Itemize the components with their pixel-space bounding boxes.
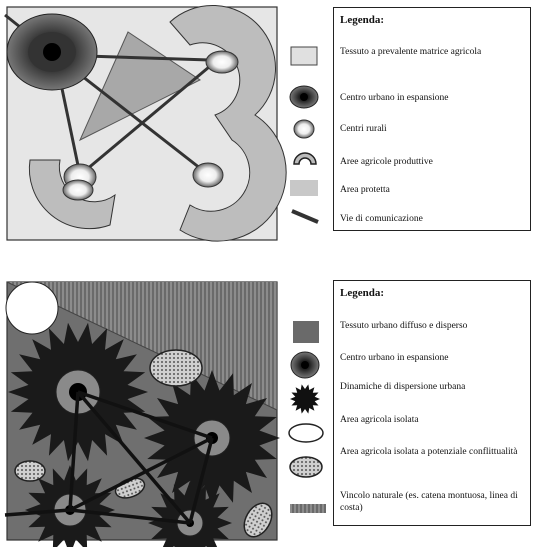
striped-band-icon — [290, 504, 326, 513]
conflict-agricultural-areas — [14, 349, 273, 538]
isolated-agricultural-area-circle — [5, 281, 59, 335]
bottom-legend-item-0: Tessuto urbano diffuso e disperso — [340, 321, 468, 331]
hatched-ellipse-icon — [289, 456, 323, 478]
small-gray-ring-icon — [293, 119, 315, 139]
bottom-legend-icons — [288, 321, 326, 513]
bottom-legend-title: Legenda: — [340, 287, 384, 299]
top-legend-item-4: Area protetta — [340, 185, 390, 195]
top-legend-item-3: Aree agricole produttive — [340, 157, 433, 167]
light-gray-rectangle-icon — [290, 46, 318, 66]
bottom-legend-item-4: Area agricola isolata a potenziale confl… — [340, 447, 518, 457]
gray-rectangle-icon — [290, 180, 318, 196]
urban-center-dot — [43, 43, 61, 61]
bottom-legend-item-5: Vincolo naturale (es. catena montuosa, l… — [340, 491, 518, 513]
starburst-shape — [290, 384, 320, 414]
protected-area — [78, 31, 201, 142]
bottom-legend-item-1: Centro urbano in espansione — [340, 353, 449, 363]
arc-band-icon — [293, 152, 317, 165]
connections — [4, 390, 214, 525]
top-legend-item-2: Centri rurali — [340, 124, 387, 134]
top-legend-icons — [289, 46, 319, 224]
bottom-legend — [333, 280, 531, 526]
top-legend-item-1: Centro urbano in espansione — [340, 93, 449, 103]
bottom-legend-item-3: Area agricola isolata — [340, 415, 419, 425]
top-map — [4, 5, 287, 242]
dark-gray-square-icon — [293, 321, 319, 343]
diagonal-line-icon — [291, 209, 319, 224]
bottom-map — [4, 281, 280, 547]
rural-centers — [62, 50, 239, 201]
productive-agricultural-area-right — [169, 5, 287, 242]
top-legend-title: Legenda: — [340, 14, 384, 26]
bottom-legend-item-2: Dinamiche di dispersione urbana — [340, 382, 466, 392]
white-ellipse-icon — [288, 423, 324, 443]
top-legend-item-5: Vie di comunicazione — [340, 214, 423, 224]
top-legend — [333, 7, 531, 231]
starburst-icon — [290, 384, 320, 414]
top-legend-item-0: Tessuto a prevalente matrice agricola — [340, 47, 482, 57]
